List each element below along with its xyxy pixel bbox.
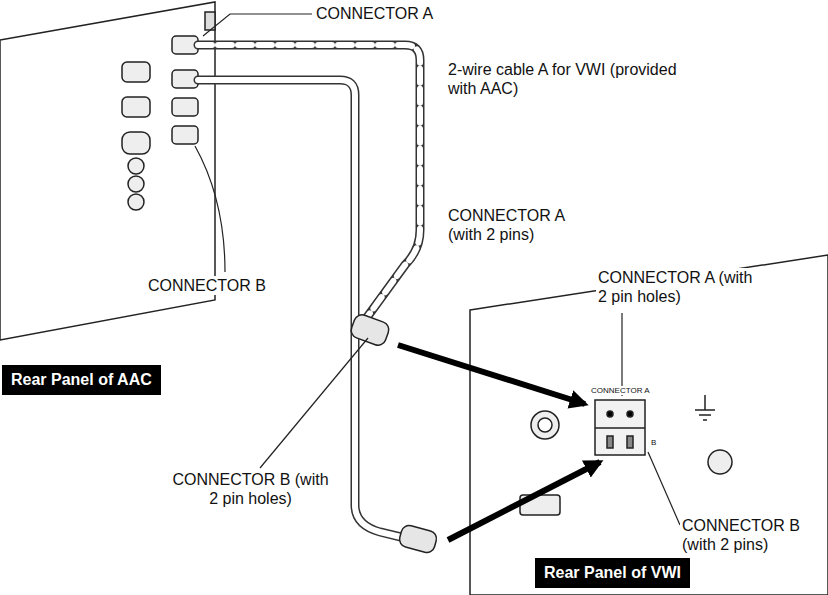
- callout-label: 2-wire cable A for VWI (provided with AA…: [446, 60, 680, 98]
- vwi-unit: [470, 255, 828, 595]
- callout-label: CONNECTOR B (with 2 pin holes): [166, 470, 335, 508]
- panel-title: Rear Panel of VWI: [535, 558, 690, 588]
- callout-label: CONNECTOR A: [314, 4, 435, 23]
- panel-title: Rear Panel of AAC: [2, 365, 161, 395]
- insert-arrow: [398, 345, 600, 540]
- callout-label: CONNECTOR A: [590, 386, 651, 395]
- callout-label: CONNECTOR B (with 2 pins): [680, 516, 824, 554]
- plug: [349, 313, 438, 555]
- callout-label: CONNECTOR A (with 2 pin holes): [596, 268, 765, 306]
- panel-title-text: Rear Panel of AAC: [11, 371, 152, 388]
- panel-title-text: Rear Panel of VWI: [544, 564, 681, 581]
- callout-label: CONNECTOR B: [146, 276, 268, 295]
- callout-label: B: [650, 438, 657, 447]
- callout-label: CONNECTOR A (with 2 pins): [446, 206, 602, 244]
